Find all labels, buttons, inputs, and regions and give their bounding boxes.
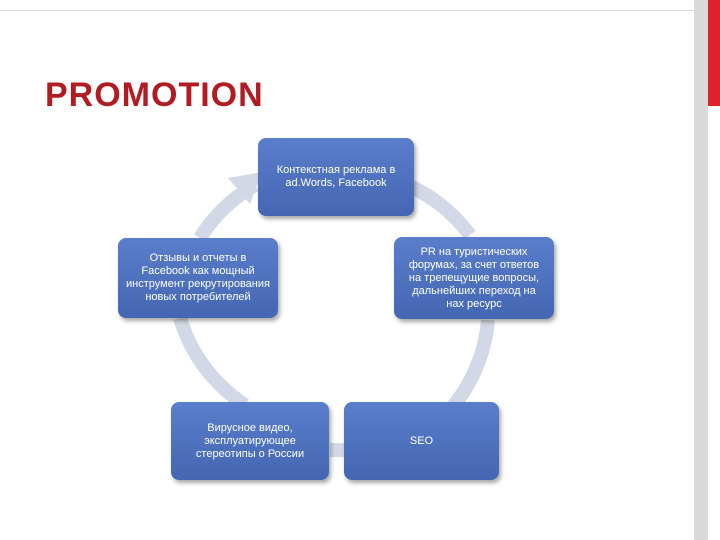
side-accent-red bbox=[708, 0, 720, 106]
slide-title: PROMOTION bbox=[45, 76, 264, 114]
ring-segment-left bbox=[173, 315, 249, 411]
cycle-node-facebook-reviews: Отзывы и отчеты в Facebook как мощный ин… bbox=[118, 238, 278, 318]
node-label: SEO bbox=[409, 434, 434, 447]
cycle-node-contextual-ads: Контекстная реклама в ad.Words, Facebook bbox=[258, 138, 414, 216]
cycle-node-viral-video: Вирусное видео, эксплуатирующее стереоти… bbox=[171, 402, 329, 480]
node-label: Вирусное видео, эксплуатирующее стереоти… bbox=[195, 421, 305, 460]
side-accent-bar bbox=[694, 0, 708, 540]
cycle-node-seo: SEO bbox=[344, 402, 499, 480]
cycle-node-pr-forums: PR на туристических форумах, за счет отв… bbox=[394, 237, 554, 319]
node-label: PR на туристических форумах, за счет отв… bbox=[408, 245, 540, 310]
node-label: Отзывы и отчеты в Facebook как мощный ин… bbox=[126, 252, 270, 303]
cycle-arrow-head bbox=[228, 172, 262, 204]
ring-segment-right bbox=[444, 319, 495, 415]
top-divider bbox=[0, 10, 694, 11]
node-label: Контекстная реклама в ad.Words, Facebook bbox=[276, 164, 396, 189]
